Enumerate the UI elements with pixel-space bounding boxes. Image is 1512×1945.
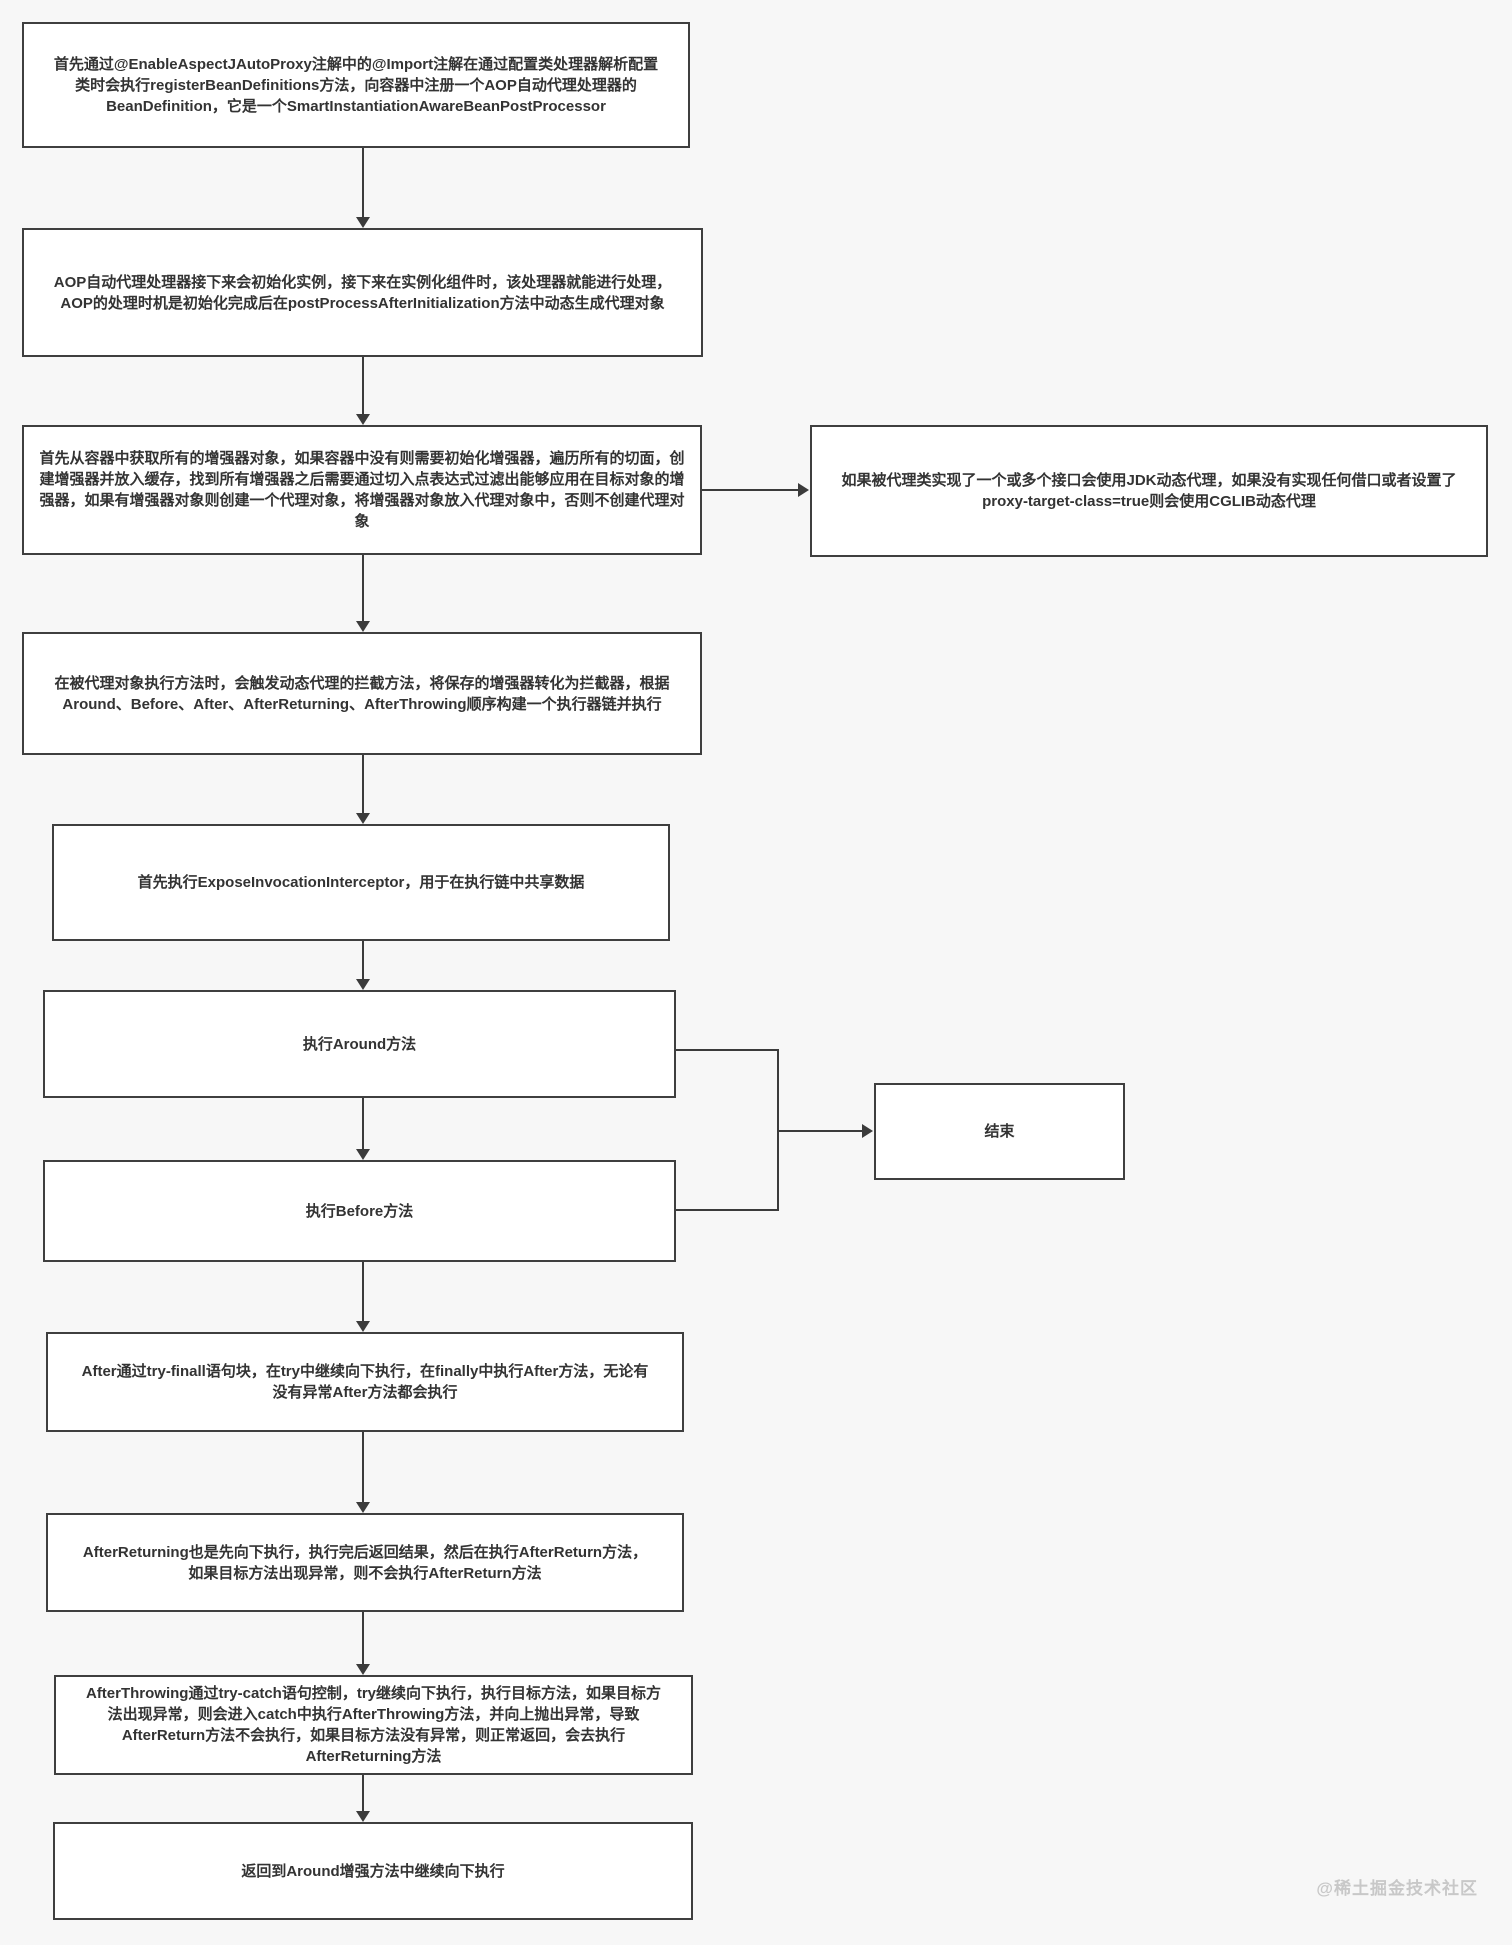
- arrow-to-end-head: [862, 1124, 873, 1138]
- arrow-afterthrowing-to-return-line: [362, 1775, 364, 1812]
- arrow-chain-to-expose-line: [362, 755, 364, 814]
- connector-end-vertical-line: [777, 1049, 779, 1211]
- arrow-initialize-to-advisors-line: [362, 357, 364, 415]
- node-after-returning-text: AfterReturning也是先向下执行，执行完后返回结果，然后在执行Afte…: [82, 1543, 648, 1582]
- node-collect-advisors: 首先从容器中获取所有的增强器对象，如果容器中没有则需要初始化增强器，遍历所有的切…: [22, 425, 702, 555]
- arrow-expose-to-around-head: [356, 979, 370, 990]
- node-execute-around-text: 执行Around方法: [302, 1035, 417, 1053]
- arrow-around-to-before-head: [356, 1149, 370, 1160]
- arrow-afterthrowing-to-return-head: [356, 1811, 370, 1822]
- node-execute-around: 执行Around方法: [43, 990, 676, 1098]
- arrow-register-to-initialize-line: [362, 148, 364, 218]
- arrow-advisors-to-chain-head: [356, 621, 370, 632]
- arrow-after-to-afterreturning-head: [356, 1502, 370, 1513]
- juejin-watermark: @稀土掘金技术社区: [1316, 1879, 1478, 1898]
- node-after-throwing: AfterThrowing通过try-catch语句控制，try继续向下执行，执…: [54, 1675, 693, 1775]
- arrow-before-to-after-line: [362, 1262, 364, 1322]
- connector-around-right-line: [676, 1049, 779, 1051]
- node-return-to-around-text: 返回到Around增强方法中继续向下执行: [241, 1862, 505, 1880]
- node-after-try-finally: After通过try-finall语句块，在try中继续向下执行，在finall…: [46, 1332, 684, 1432]
- node-after-try-finally-text: After通过try-finall语句块，在try中继续向下执行，在finall…: [81, 1363, 649, 1401]
- arrow-advisors-to-proxytype-line: [702, 489, 799, 491]
- node-after-returning: AfterReturning也是先向下执行，执行完后返回结果，然后在执行Afte…: [46, 1513, 684, 1612]
- node-initialize-instance: AOP自动代理处理器接下来会初始化实例，接下来在实例化组件时，该处理器就能进行处…: [22, 228, 703, 357]
- node-build-interceptor-chain: 在被代理对象执行方法时，会触发动态代理的拦截方法，将保存的增强器转化为拦截器，根…: [22, 632, 702, 755]
- arrow-expose-to-around-line: [362, 941, 364, 980]
- arrow-around-to-before-line: [362, 1098, 364, 1150]
- arrow-register-to-initialize-head: [356, 217, 370, 228]
- node-expose-invocation-interceptor: 首先执行ExposeInvocationInterceptor，用于在执行链中共…: [52, 824, 670, 941]
- node-register-bean-definition-text: 首先通过@EnableAspectJAutoProxy注解中的@Import注解…: [53, 55, 659, 115]
- arrow-after-to-afterreturning-line: [362, 1432, 364, 1503]
- arrow-advisors-to-proxytype-head: [798, 483, 809, 497]
- arrow-afterreturning-to-afterthrowing-line: [362, 1612, 364, 1665]
- node-initialize-instance-text: AOP自动代理处理器接下来会初始化实例，接下来在实例化组件时，该处理器就能进行处…: [53, 273, 672, 312]
- arrow-afterreturning-to-afterthrowing-head: [356, 1664, 370, 1675]
- connector-before-right-line: [676, 1209, 779, 1211]
- node-expose-invocation-interceptor-text: 首先执行ExposeInvocationInterceptor，用于在执行链中共…: [137, 874, 585, 891]
- node-jdk-cglib-proxy-choice-text: 如果被代理类实现了一个或多个接口会使用JDK动态代理，如果没有实现任何借口或者设…: [841, 472, 1457, 510]
- node-end-text: 结束: [984, 1123, 1015, 1140]
- node-register-bean-definition: 首先通过@EnableAspectJAutoProxy注解中的@Import注解…: [22, 22, 690, 148]
- node-collect-advisors-text: 首先从容器中获取所有的增强器对象，如果容器中没有则需要初始化增强器，遍历所有的切…: [39, 450, 685, 530]
- node-execute-before-text: 执行Before方法: [305, 1202, 414, 1220]
- node-after-throwing-text: AfterThrowing通过try-catch语句控制，try继续向下执行，执…: [85, 1685, 662, 1765]
- node-jdk-cglib-proxy-choice: 如果被代理类实现了一个或多个接口会使用JDK动态代理，如果没有实现任何借口或者设…: [810, 425, 1488, 557]
- node-build-interceptor-chain-text: 在被代理对象执行方法时，会触发动态代理的拦截方法，将保存的增强器转化为拦截器，根…: [54, 674, 670, 713]
- arrow-advisors-to-chain-line: [362, 555, 364, 622]
- arrow-chain-to-expose-head: [356, 813, 370, 824]
- node-end: 结束: [874, 1083, 1125, 1180]
- arrow-to-end-line: [779, 1130, 864, 1132]
- node-return-to-around: 返回到Around增强方法中继续向下执行: [53, 1822, 693, 1920]
- node-execute-before: 执行Before方法: [43, 1160, 676, 1262]
- arrow-before-to-after-head: [356, 1321, 370, 1332]
- arrow-initialize-to-advisors-head: [356, 414, 370, 425]
